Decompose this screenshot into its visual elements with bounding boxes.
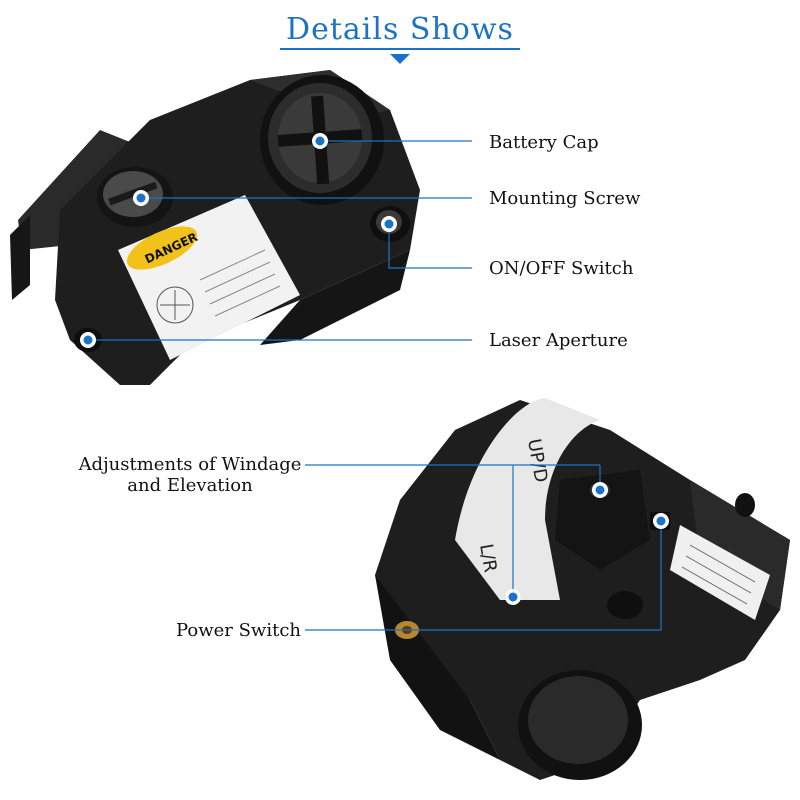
top-callout-lines: [87, 140, 472, 341]
callout-dot-icon: [133, 190, 149, 206]
top-laser-device: DANGER: [10, 70, 420, 385]
side-info-label: [670, 525, 770, 620]
marking-left-right: L/R: [475, 542, 501, 574]
callout-dots: [80, 133, 669, 605]
title-underline: [280, 48, 520, 50]
windage-recess: [555, 470, 650, 570]
callout-dot-icon: [80, 332, 96, 348]
label-laser-aperture: Laser Aperture: [489, 330, 628, 351]
label-on-off-switch: ON/OFF Switch: [489, 258, 634, 279]
danger-sticker: DANGER: [118, 195, 300, 360]
bottom-laser-device: UP/D L/R: [375, 398, 790, 780]
label-windage-line2: and Elevation: [127, 475, 253, 496]
bottom-callout-lines: [305, 464, 662, 631]
title-arrow-icon: [390, 54, 410, 64]
callout-dot-icon: [653, 513, 669, 529]
rear-cap: [518, 670, 642, 780]
callout-dot-icon: [381, 216, 397, 232]
callout-dot-icon: [505, 589, 521, 605]
label-power-switch: Power Switch: [176, 620, 302, 641]
label-windage-line1: Adjustments of Windage: [78, 454, 302, 475]
label-mounting-screw: Mounting Screw: [489, 188, 641, 209]
page-title: Details Shows: [286, 12, 514, 47]
label-battery-cap: Battery Cap: [489, 132, 599, 153]
label-windage-elevation: Adjustments of Windage and Elevation: [70, 454, 310, 496]
callout-dot-icon: [592, 482, 608, 498]
adjustment-plate: UP/D L/R: [455, 398, 600, 600]
callout-dot-icon: [312, 133, 328, 149]
